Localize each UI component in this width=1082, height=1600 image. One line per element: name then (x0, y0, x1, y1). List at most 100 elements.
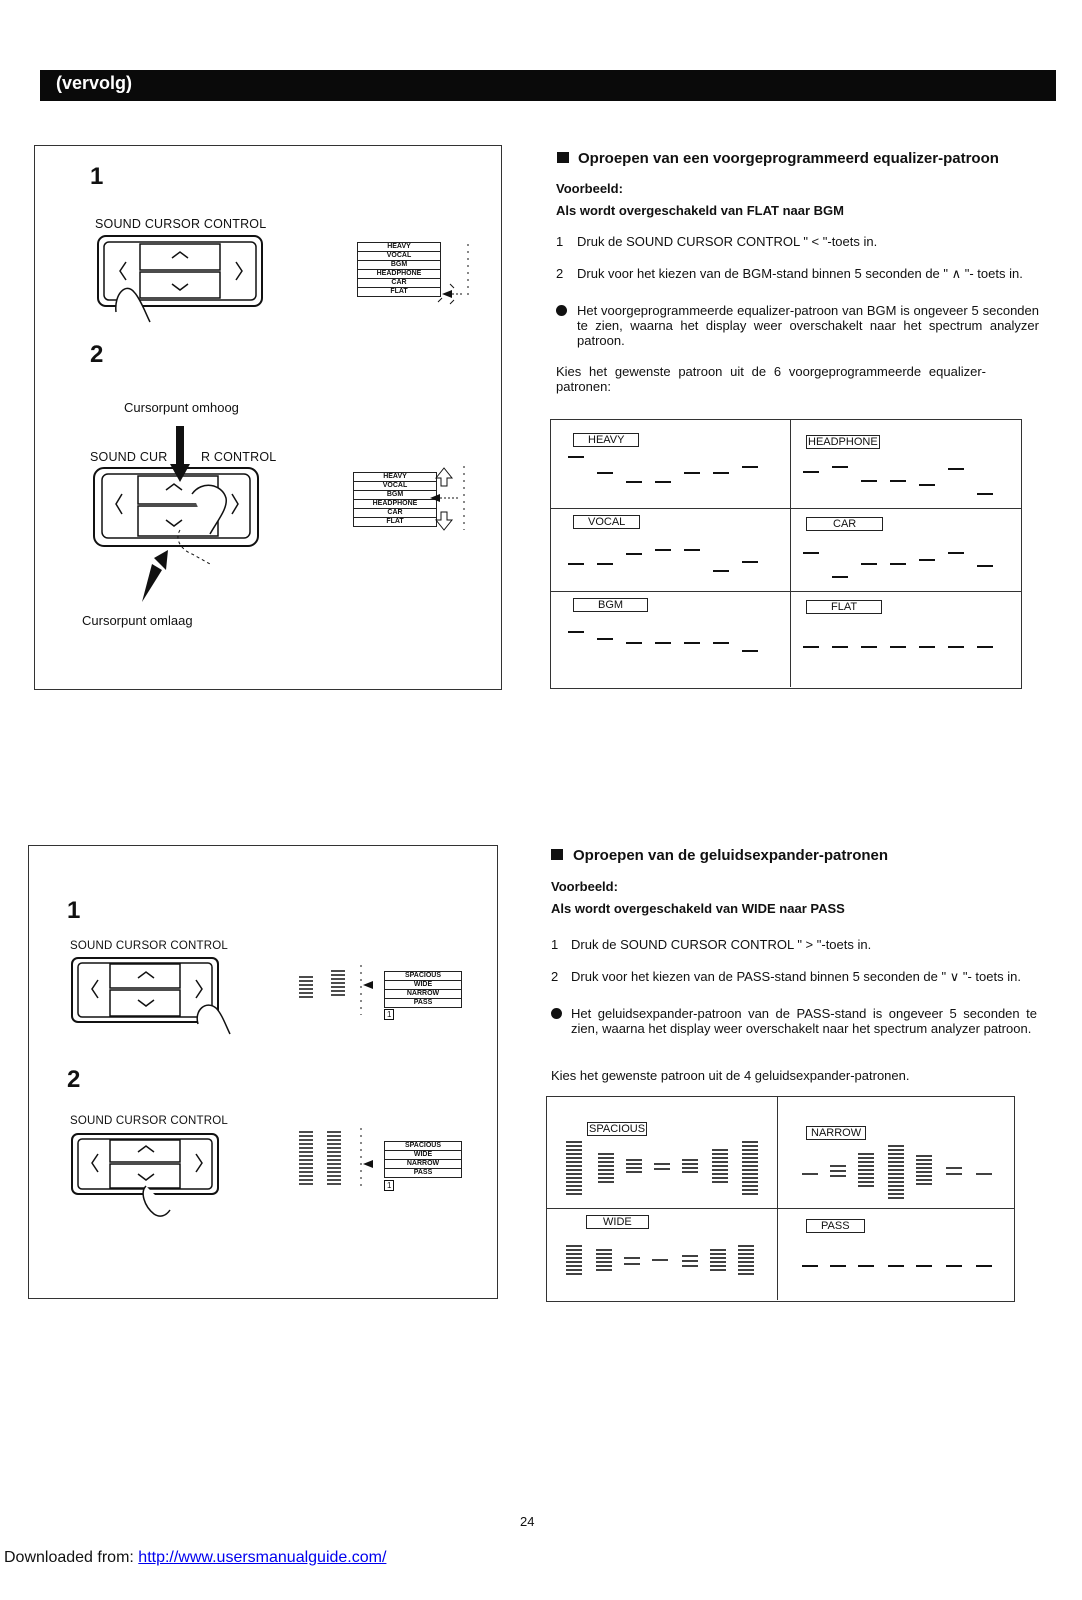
table-divider (550, 591, 1021, 592)
section-heading: Oproepen van een voorgeprogrammeerd equa… (578, 150, 999, 167)
menu-item: CAR (358, 279, 440, 288)
step-number: 1 (67, 897, 81, 924)
menu-item: HEAVY (358, 243, 440, 252)
eq-bar (861, 480, 877, 482)
eq-bar (655, 642, 671, 644)
step-text: Druk voor het kiezen van de PASS-stand b… (571, 969, 1021, 984)
eq-bar (948, 552, 964, 554)
control-label: SOUND CURSOR CONTROL (70, 940, 228, 952)
eq-bar (597, 638, 613, 640)
step-text: Druk de SOUND CURSOR CONTROL " < "-toets… (577, 234, 878, 249)
eq-bar (919, 646, 935, 648)
eq-bar (977, 493, 993, 495)
page-indicator: 1 (384, 1180, 395, 1191)
eq-bar (803, 552, 819, 554)
footer-link[interactable]: http://www.usersmanualguide.com/ (138, 1549, 387, 1566)
expander-menu: SPACIOUS WIDE NARROW PASS (384, 971, 462, 1008)
page-indicator: 1 (384, 1009, 395, 1020)
narrow-pattern-graphic (802, 1145, 992, 1199)
eq-bar (890, 480, 906, 482)
pattern-label-headphone: HEADPHONE (806, 435, 880, 449)
eq-bar (919, 559, 935, 561)
page-number: 24 (520, 1514, 535, 1529)
eq-bar (861, 646, 877, 648)
header-bar (40, 70, 1056, 101)
sound-cursor-control-illustration (71, 1133, 219, 1217)
cursor-up-caption: Cursorpunt omhoog (124, 400, 239, 415)
section-bullet-square (557, 152, 569, 163)
sound-cursor-control-illustration (71, 957, 231, 1035)
menu-item: VOCAL (358, 252, 440, 261)
eq-bar (626, 553, 642, 555)
eq-bar (948, 468, 964, 470)
eq-bar (568, 456, 584, 458)
cursor-blink-icon (437, 244, 469, 305)
control-label: SOUND CURSOR CONTROL (95, 217, 267, 231)
eq-bar (655, 549, 671, 551)
note-text: Het geluidsexpander-patroon van de PASS-… (571, 1006, 1037, 1036)
step-text: Druk voor het kiezen van de BGM-stand bi… (577, 266, 1023, 281)
table-divider (546, 1208, 1014, 1209)
eq-bar (948, 646, 964, 648)
bullet-dot (556, 305, 567, 316)
step-number: 2 (556, 266, 564, 281)
eq-bar (684, 549, 700, 551)
pattern-label-flat: FLAT (806, 600, 883, 614)
eq-bar (977, 565, 993, 567)
sound-cursor-control-illustration (97, 235, 263, 323)
example-subtitle: Als wordt overgeschakeld van FLAT naar B… (556, 203, 844, 218)
menu-item: HEAVY (354, 473, 436, 482)
pattern-label-heavy: HEAVY (573, 433, 640, 447)
pattern-label-car: CAR (806, 517, 884, 531)
eq-bar (713, 642, 729, 644)
step-text: Druk de SOUND CURSOR CONTROL " > "-toets… (571, 937, 872, 952)
download-footer: Downloaded from: http://www.usersmanualg… (4, 1549, 386, 1567)
note-text: Het voorgeprogrammeerde equalizer-patroo… (577, 303, 1039, 348)
eq-bar (803, 471, 819, 473)
eq-bar (832, 646, 848, 648)
menu-item: PASS (413, 999, 433, 1006)
control-label: R CONTROL (201, 450, 277, 464)
pattern-label-narrow: NARROW (806, 1126, 867, 1140)
eq-bar (684, 642, 700, 644)
pattern-label-vocal: VOCAL (573, 515, 641, 529)
eq-bar (713, 570, 729, 572)
equalizer-menu: HEAVY VOCAL BGM HEADPHONE CAR FLAT (353, 472, 437, 527)
table-divider (790, 419, 791, 687)
step-number: 1 (556, 234, 564, 249)
expander-patterns-table (546, 1096, 1015, 1302)
equalizer-menu: HEAVY VOCAL BGM HEADPHONE CAR FLAT (357, 242, 441, 297)
menu-item: FLAT (386, 518, 404, 525)
eq-bar (977, 646, 993, 648)
menu-item: HEADPHONE (354, 500, 436, 509)
eq-bar (568, 563, 584, 565)
table-divider (550, 508, 1021, 509)
eq-bar (803, 646, 819, 648)
eq-bar (568, 631, 584, 633)
menu-item: NARROW (385, 1160, 461, 1169)
control-label: SOUND CUR (90, 450, 168, 464)
control-label: SOUND CURSOR CONTROL (70, 1115, 228, 1127)
eq-bar (626, 481, 642, 483)
footer-prefix: Downloaded from: (4, 1549, 139, 1566)
eq-bar (742, 466, 758, 468)
equalizer-patterns-table (550, 419, 1022, 689)
pass-pattern-graphic (802, 1265, 992, 1267)
step-number: 2 (551, 969, 559, 984)
menu-item: WIDE (385, 1151, 461, 1160)
menu-item: PASS (413, 1169, 433, 1176)
eq-bar (597, 563, 613, 565)
pattern-label-spacious: SPACIOUS (587, 1122, 648, 1136)
eq-bar (832, 466, 848, 468)
eq-bar (890, 563, 906, 565)
eq-bar (684, 472, 700, 474)
wide-pattern-graphic (566, 1245, 754, 1275)
eq-bar (713, 472, 729, 474)
level-meter-icon (299, 1128, 373, 1190)
section-heading: Oproepen van de geluidsexpander-patronen (573, 847, 889, 864)
bullet-dot (551, 1008, 562, 1019)
menu-item: SPACIOUS (385, 1142, 461, 1151)
menu-item: VOCAL (354, 482, 436, 491)
menu-item: WIDE (385, 981, 461, 990)
eq-bar (919, 484, 935, 486)
